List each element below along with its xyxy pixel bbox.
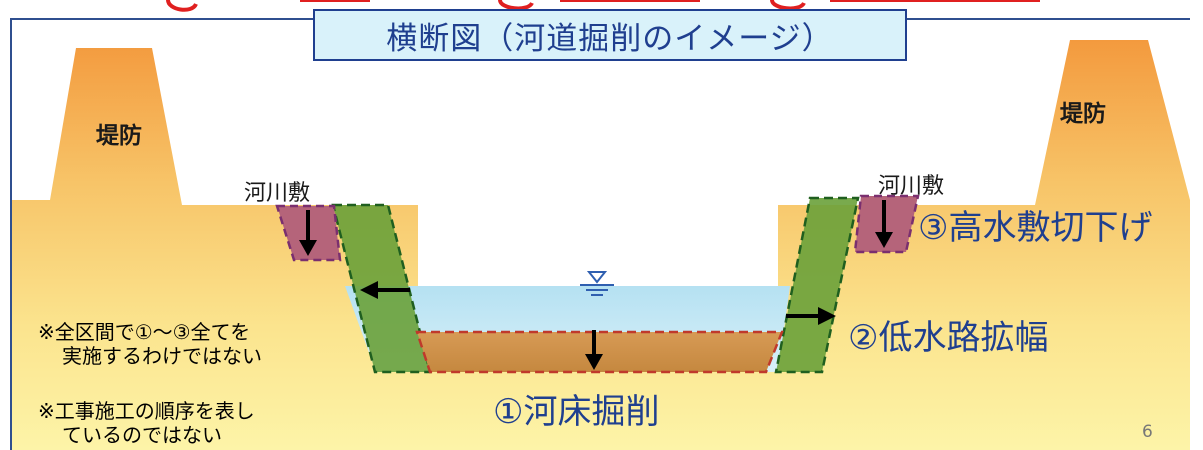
floodplain-right-label: 河川敷	[878, 174, 945, 199]
water-level-icon	[580, 271, 614, 296]
floodplain-lowering-callout: ③高水敷切下げ	[918, 208, 1153, 248]
channel-widening-callout: ②低水路拡幅	[848, 318, 1049, 358]
arrow-down-right-floodplain	[875, 200, 893, 248]
levee-left-label: 堤防	[96, 123, 142, 149]
riverbed-excavation-callout: ①河床掘削	[493, 392, 660, 432]
note-1-line-1: ※全区間で①～③全てを	[38, 320, 251, 344]
cropped-heading-remnant	[0, 0, 1203, 18]
right-floodplain-lowering-area	[853, 194, 920, 254]
note-2-line-1: ※工事施工の順序を表し	[38, 399, 255, 423]
note-1-line-2: 実施するわけではない	[62, 344, 262, 368]
arrow-right-channel	[786, 307, 836, 325]
levee-right-label: 堤防	[1060, 101, 1106, 127]
riverbed-excavation-area	[415, 330, 784, 374]
note-2-line-2: ているのではない	[62, 423, 222, 447]
arrow-left-channel	[360, 281, 410, 299]
arrow-down-riverbed	[585, 330, 603, 370]
page-number: 6	[1142, 422, 1153, 442]
frame-border-left	[10, 18, 12, 450]
diagram-title: 横断図（河道掘削のイメージ）	[313, 9, 907, 61]
ground-profile	[12, 40, 1190, 450]
arrow-down-left-floodplain	[299, 210, 317, 256]
floodplain-left-label: 河川敷	[244, 181, 311, 206]
